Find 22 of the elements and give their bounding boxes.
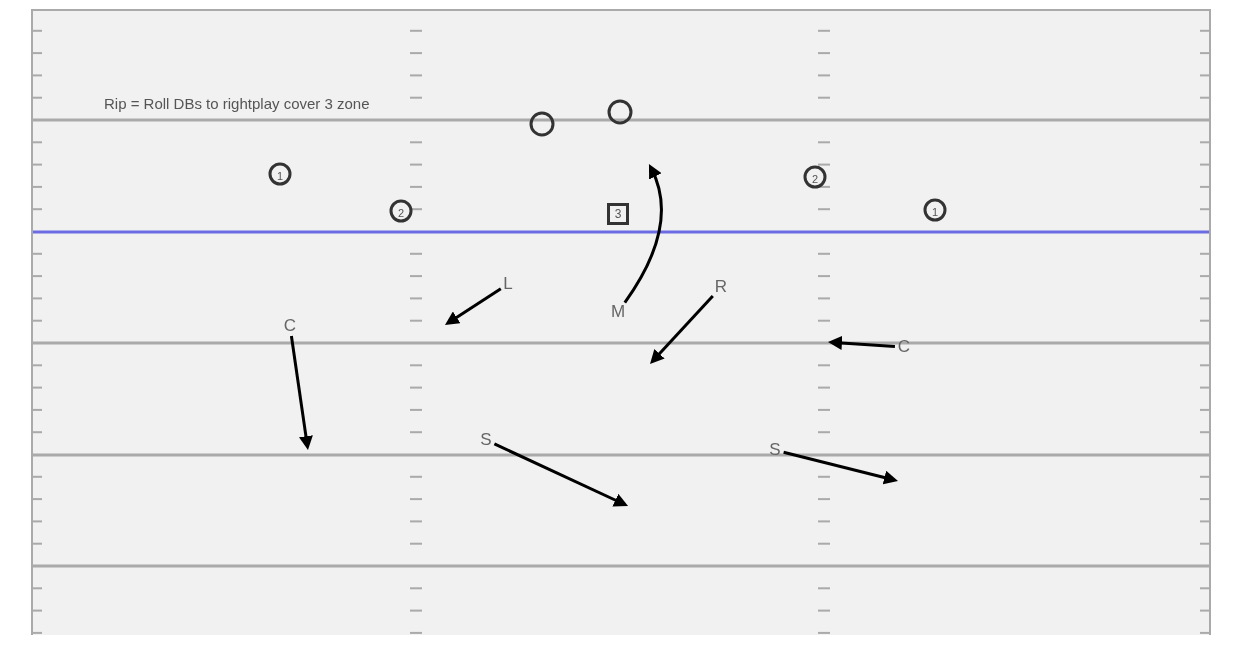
route-arrow	[828, 335, 895, 350]
player-circle: 2	[803, 165, 827, 189]
position-letter: L	[503, 277, 513, 291]
player-circle: 2	[389, 199, 413, 223]
position-letter: S	[769, 443, 781, 457]
route-arrow	[650, 294, 714, 365]
position-letter: C	[283, 319, 297, 333]
player-circle: 1	[268, 162, 292, 186]
player-circle	[607, 99, 633, 125]
position-letter: S	[480, 433, 492, 447]
player-circle: 1	[923, 198, 947, 222]
route-arrow	[623, 163, 663, 304]
position-letter: C	[897, 340, 911, 354]
position-letter: M	[610, 305, 626, 319]
route-arrow	[289, 335, 313, 451]
player-circle	[529, 111, 555, 137]
route-arrow	[444, 287, 502, 325]
note-text: Rip = Roll DBs to rightplay cover 3 zone	[104, 95, 370, 112]
route-arrow	[783, 450, 899, 485]
player-square: 3	[607, 203, 629, 225]
route-arrow	[493, 442, 629, 507]
position-letter: R	[714, 280, 728, 294]
